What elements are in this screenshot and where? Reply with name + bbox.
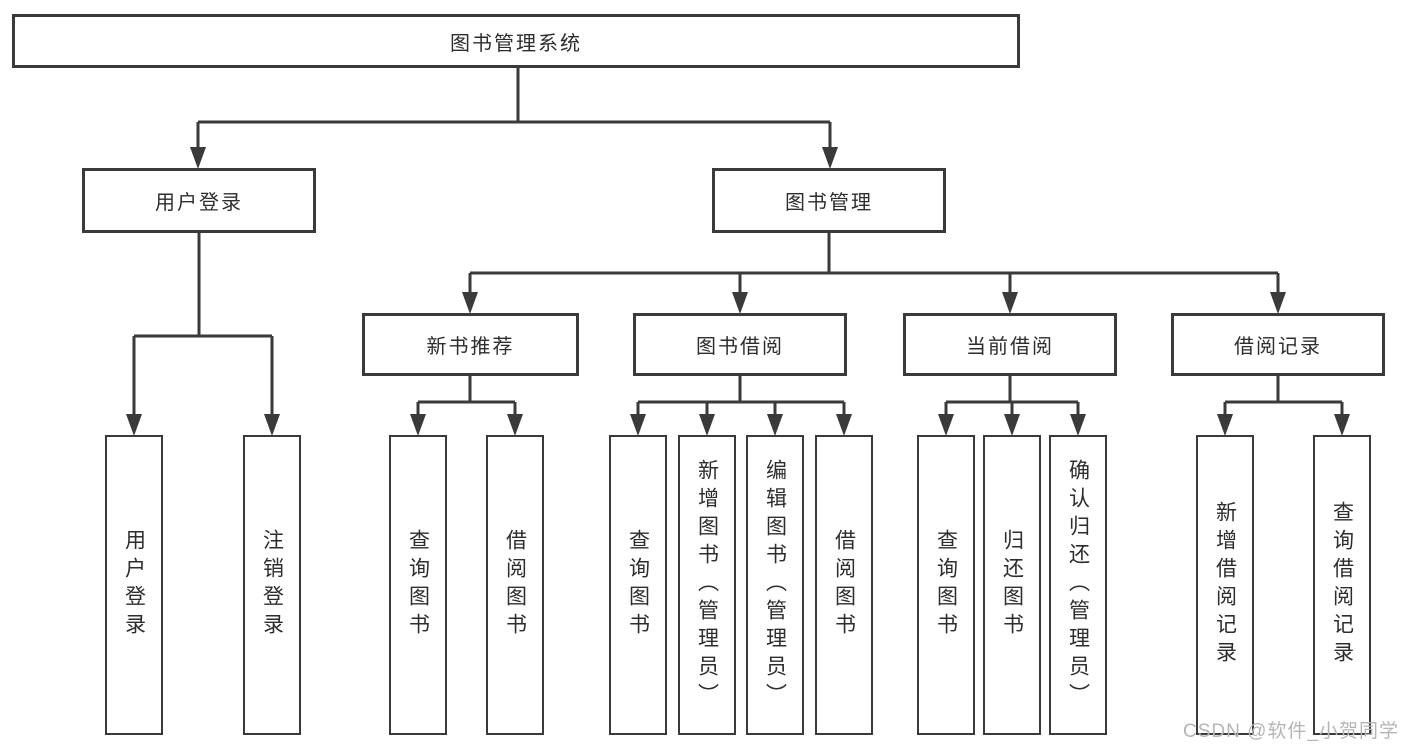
node-new-book-recommend: 新书推荐 bbox=[362, 313, 579, 376]
watermark-text: CSDN @软件_小贺同学 bbox=[1183, 721, 1399, 742]
node-label: 确认归还（管理员） bbox=[1066, 459, 1090, 711]
node-book-management: 图书管理 bbox=[712, 168, 946, 233]
node-label: 新增图书（管理员） bbox=[695, 459, 719, 711]
arrowhead bbox=[699, 414, 715, 436]
arrowhead bbox=[630, 414, 646, 436]
node-label: 注销登录 bbox=[260, 529, 284, 641]
leaf-query-books-recommend: 查询图书 bbox=[389, 435, 447, 735]
node-current-borrow: 当前借阅 bbox=[903, 313, 1117, 376]
node-label: 图书管理 bbox=[785, 192, 873, 214]
arrowhead bbox=[1002, 292, 1018, 314]
arrowhead bbox=[1217, 414, 1233, 436]
leaf-query-books-current: 查询图书 bbox=[917, 435, 975, 735]
leaf-borrow-books: 借阅图书 bbox=[815, 435, 873, 735]
arrowhead bbox=[1004, 414, 1020, 436]
node-label: 查询借阅记录 bbox=[1330, 501, 1354, 669]
leaf-add-borrow-record: 新增借阅记录 bbox=[1196, 435, 1254, 735]
arrowhead bbox=[732, 292, 748, 314]
arrowhead bbox=[410, 414, 426, 436]
node-label: 用户登录 bbox=[122, 529, 146, 641]
leaf-confirm-return-admin: 确认归还（管理员） bbox=[1049, 435, 1107, 735]
arrowhead bbox=[462, 292, 478, 314]
arrowhead bbox=[822, 147, 838, 169]
node-label: 借阅图书 bbox=[503, 529, 527, 641]
node-label: 新增借阅记录 bbox=[1213, 501, 1237, 669]
arrowhead bbox=[190, 147, 206, 169]
node-label: 借阅记录 bbox=[1234, 336, 1322, 358]
node-label: 图书借阅 bbox=[696, 336, 784, 358]
arrowhead bbox=[938, 414, 954, 436]
node-user-login: 用户登录 bbox=[82, 168, 316, 233]
leaf-return-books: 归还图书 bbox=[983, 435, 1041, 735]
arrowhead bbox=[264, 414, 280, 436]
node-label: 查询图书 bbox=[406, 529, 430, 641]
node-label: 用户登录 bbox=[155, 192, 243, 214]
node-borrow-records: 借阅记录 bbox=[1171, 313, 1385, 376]
connector-path-upper bbox=[132, 68, 1280, 416]
arrowhead bbox=[507, 414, 523, 436]
arrowhead bbox=[126, 414, 142, 436]
leaf-logout-login: 注销登录 bbox=[243, 435, 301, 735]
connector-path-lower bbox=[416, 376, 1344, 416]
node-label: 当前借阅 bbox=[966, 336, 1054, 358]
leaf-query-books-borrow: 查询图书 bbox=[609, 435, 667, 735]
leaf-user-login: 用户登录 bbox=[105, 435, 163, 735]
node-label: 查询图书 bbox=[626, 529, 650, 641]
leaf-borrow-books-recommend: 借阅图书 bbox=[486, 435, 544, 735]
node-label: 归还图书 bbox=[1000, 529, 1024, 641]
node-label: 新书推荐 bbox=[426, 336, 515, 358]
node-label: 借阅图书 bbox=[832, 529, 856, 641]
node-root: 图书管理系统 bbox=[12, 14, 1020, 68]
arrowhead bbox=[1270, 292, 1286, 314]
arrowhead bbox=[767, 414, 783, 436]
arrowhead bbox=[836, 414, 852, 436]
leaf-query-borrow-record: 查询借阅记录 bbox=[1313, 435, 1371, 735]
node-label: 查询图书 bbox=[934, 529, 958, 641]
arrowhead bbox=[1334, 414, 1350, 436]
arrowhead bbox=[1070, 414, 1086, 436]
leaf-add-books-admin: 新增图书（管理员） bbox=[678, 435, 736, 735]
leaf-edit-books-admin: 编辑图书（管理员） bbox=[746, 435, 804, 735]
node-label: 编辑图书（管理员） bbox=[763, 459, 787, 711]
node-label: 图书管理系统 bbox=[450, 32, 582, 55]
node-book-borrow: 图书借阅 bbox=[633, 313, 847, 376]
